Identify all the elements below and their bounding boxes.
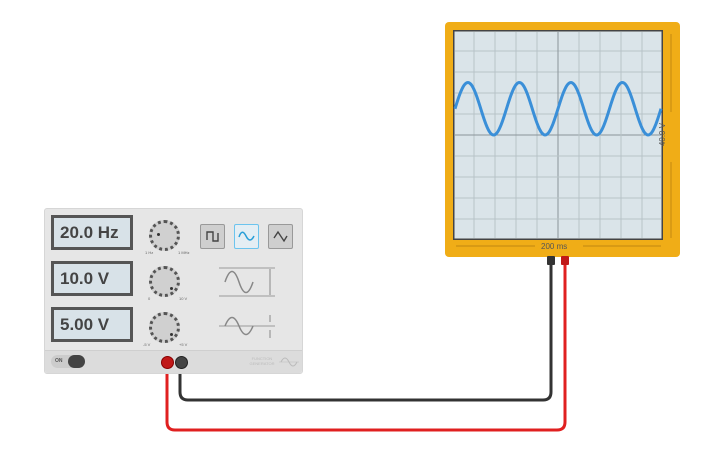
oscilloscope: 200 ms 40.0 V [445, 22, 680, 257]
sine-wave-button[interactable] [234, 224, 259, 249]
negative-terminal[interactable] [175, 356, 188, 369]
scope-positive-probe[interactable] [561, 256, 569, 265]
amplitude-display: 10.0 V [51, 261, 133, 296]
offset-max-label: +5 V [179, 342, 188, 347]
switch-thumb [68, 355, 85, 368]
voltage-scale-label: 40.0 V [658, 122, 668, 147]
frequency-knob[interactable] [149, 220, 180, 251]
sine-wave-icon [238, 231, 255, 241]
signal-trace [453, 80, 663, 137]
offset-display: 5.00 V [51, 307, 133, 342]
positive-wire[interactable] [165, 262, 567, 432]
amplitude-diagram-icon [219, 267, 275, 297]
amplitude-knob[interactable] [149, 266, 180, 297]
triangle-wave-button[interactable] [268, 224, 293, 249]
oscilloscope-screen [453, 30, 663, 240]
time-scale-label: 200 ms [541, 242, 568, 251]
frequency-max-label: 1 MHz [178, 250, 190, 255]
offset-min-label: -5 V [143, 342, 151, 347]
negative-wire[interactable] [178, 262, 553, 402]
scope-negative-probe[interactable] [547, 256, 555, 265]
square-wave-button[interactable] [200, 224, 225, 249]
bottom-bar: ON FUNCTION GENERATOR [45, 350, 302, 373]
offset-knob[interactable] [149, 312, 180, 343]
amplitude-max-label: 10 V [179, 296, 188, 301]
offset-diagram-icon [219, 315, 275, 338]
frequency-display: 20.0 Hz [51, 215, 133, 250]
power-switch[interactable]: ON [51, 355, 85, 368]
triangle-wave-icon [273, 230, 288, 243]
positive-terminal[interactable] [161, 356, 174, 369]
brand-label: FUNCTION GENERATOR [249, 356, 275, 366]
power-label: ON [55, 358, 63, 364]
frequency-min-label: 1 Hz [145, 250, 154, 255]
square-wave-icon [206, 231, 219, 242]
sine-logo-icon [279, 357, 299, 367]
scale-markers [456, 34, 672, 247]
amplitude-min-label: 0 [148, 296, 151, 301]
function-generator: 20.0 Hz 10.0 V 5.00 V 1 Hz 1 MHz 0 10 V … [44, 208, 303, 374]
